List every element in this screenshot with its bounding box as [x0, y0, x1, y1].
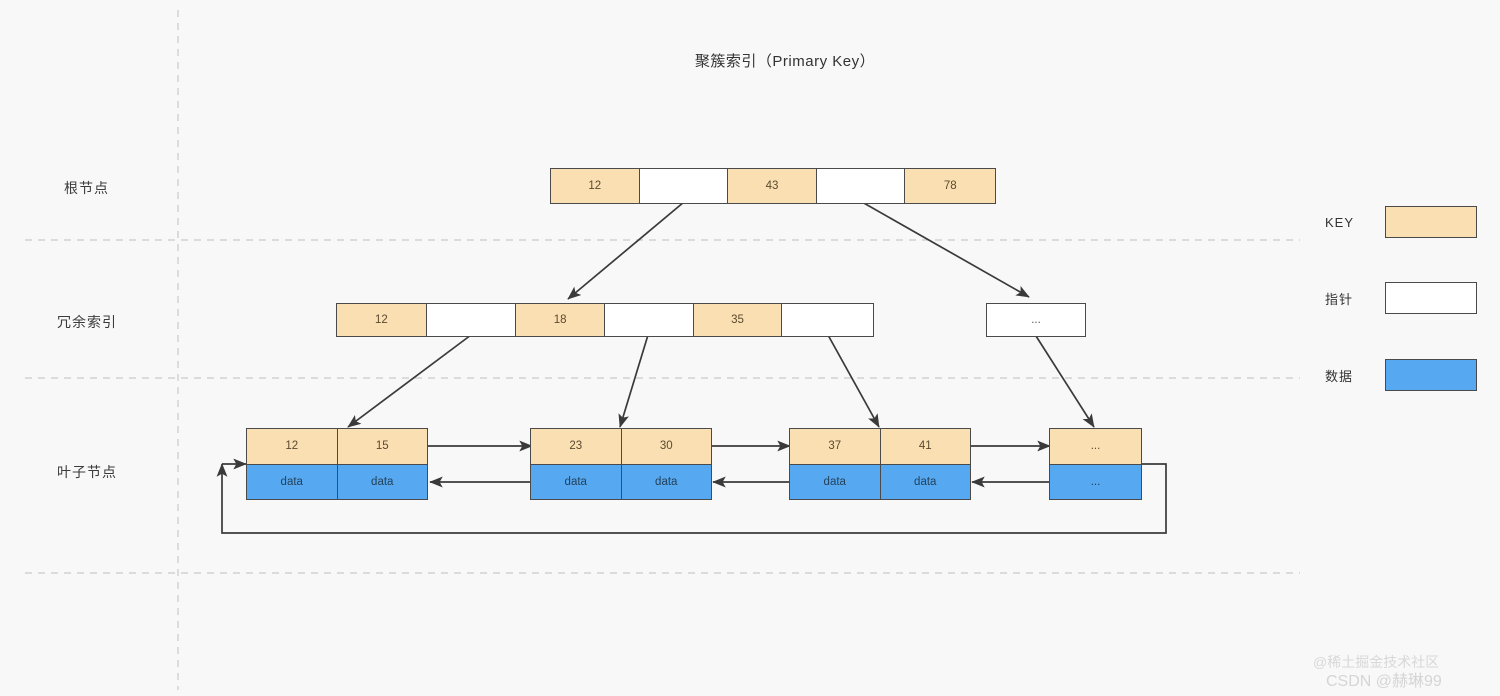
internal1-cell-key-3[interactable]: 35	[693, 304, 783, 336]
leaf1-data-2[interactable]: data	[337, 464, 427, 499]
leaf-node-4-key-row: ...	[1050, 429, 1141, 465]
leaf4-data-1[interactable]: ...	[1050, 464, 1141, 499]
leaf2-key-2[interactable]: 30	[621, 429, 711, 464]
root-cell-key-3[interactable]: 78	[905, 169, 996, 203]
leaf3-data-1[interactable]: data	[790, 464, 881, 499]
internal1-cell-key-2[interactable]: 18	[516, 304, 606, 336]
leaf2-data-1[interactable]: data	[531, 464, 622, 499]
internal-node-2[interactable]: ...	[986, 303, 1086, 337]
internal2-cell-pointer-1[interactable]: ...	[987, 304, 1085, 336]
root-cell-key-1[interactable]: 12	[551, 169, 640, 203]
guide-lines	[25, 10, 1300, 690]
legend-item-pointer: 指针	[1325, 282, 1477, 314]
internal1-cell-pointer-2[interactable]	[605, 304, 694, 336]
leaf-node-4[interactable]: ... ...	[1049, 428, 1142, 500]
leaf4-key-1[interactable]: ...	[1050, 429, 1141, 464]
leaf2-key-1[interactable]: 23	[531, 429, 622, 464]
internal-node-1[interactable]: 12 18 35	[336, 303, 874, 337]
internal1-cell-key-1[interactable]: 12	[337, 304, 427, 336]
internal1-cell-pointer-3[interactable]	[782, 304, 874, 336]
leaf-node-2-key-row: 23 30	[531, 429, 711, 465]
leaf3-key-2[interactable]: 41	[880, 429, 970, 464]
leaf2-data-2[interactable]: data	[621, 464, 711, 499]
leaf1-key-1[interactable]: 12	[247, 429, 338, 464]
leaf-node-3[interactable]: 37 41 data data	[789, 428, 971, 500]
legend-item-key: KEY	[1325, 206, 1477, 238]
leaf3-data-2[interactable]: data	[880, 464, 970, 499]
root-node[interactable]: 12 43 78	[550, 168, 996, 204]
root-cell-key-2[interactable]: 43	[728, 169, 817, 203]
watermark-csdn: CSDN @赫琳99	[1326, 673, 1442, 690]
root-cell-pointer-2[interactable]	[816, 169, 906, 203]
page-title: 聚簇索引（Primary Key）	[694, 53, 876, 70]
leaf1-key-2[interactable]: 15	[337, 429, 427, 464]
legend-label-data: 数据	[1325, 368, 1354, 384]
internal1-cell-pointer-1[interactable]	[426, 304, 517, 336]
leaf-node-3-data-row: data data	[790, 464, 970, 499]
watermark-juejin: @稀土掘金技术社区	[1313, 654, 1440, 670]
leaf-node-2[interactable]: 23 30 data data	[530, 428, 712, 500]
leaf-node-3-key-row: 37 41	[790, 429, 970, 465]
legend-label-key: KEY	[1325, 214, 1355, 230]
leaf-node-1-key-row: 12 15	[247, 429, 427, 465]
internal-to-leaf-arrows	[347, 334, 1095, 428]
legend-swatch-data	[1385, 359, 1477, 391]
legend-label-pointer: 指针	[1325, 291, 1354, 307]
leaf-node-2-data-row: data data	[531, 464, 711, 499]
legend-swatch-key	[1385, 206, 1477, 238]
leaf-node-1-data-row: data data	[247, 464, 427, 499]
leaf3-key-1[interactable]: 37	[790, 429, 881, 464]
leaf-node-1[interactable]: 12 15 data data	[246, 428, 428, 500]
leaf-node-4-data-row: ...	[1050, 464, 1141, 499]
leaf1-data-1[interactable]: data	[247, 464, 338, 499]
row-label-redundant-index: 冗余索引	[57, 314, 117, 330]
row-label-leaf: 叶子节点	[57, 464, 117, 480]
legend-swatch-pointer	[1385, 282, 1477, 314]
root-to-internal-arrows	[567, 201, 1030, 300]
legend-item-data: 数据	[1325, 359, 1477, 391]
root-cell-pointer-1[interactable]	[639, 169, 729, 203]
row-label-root: 根节点	[64, 180, 109, 196]
